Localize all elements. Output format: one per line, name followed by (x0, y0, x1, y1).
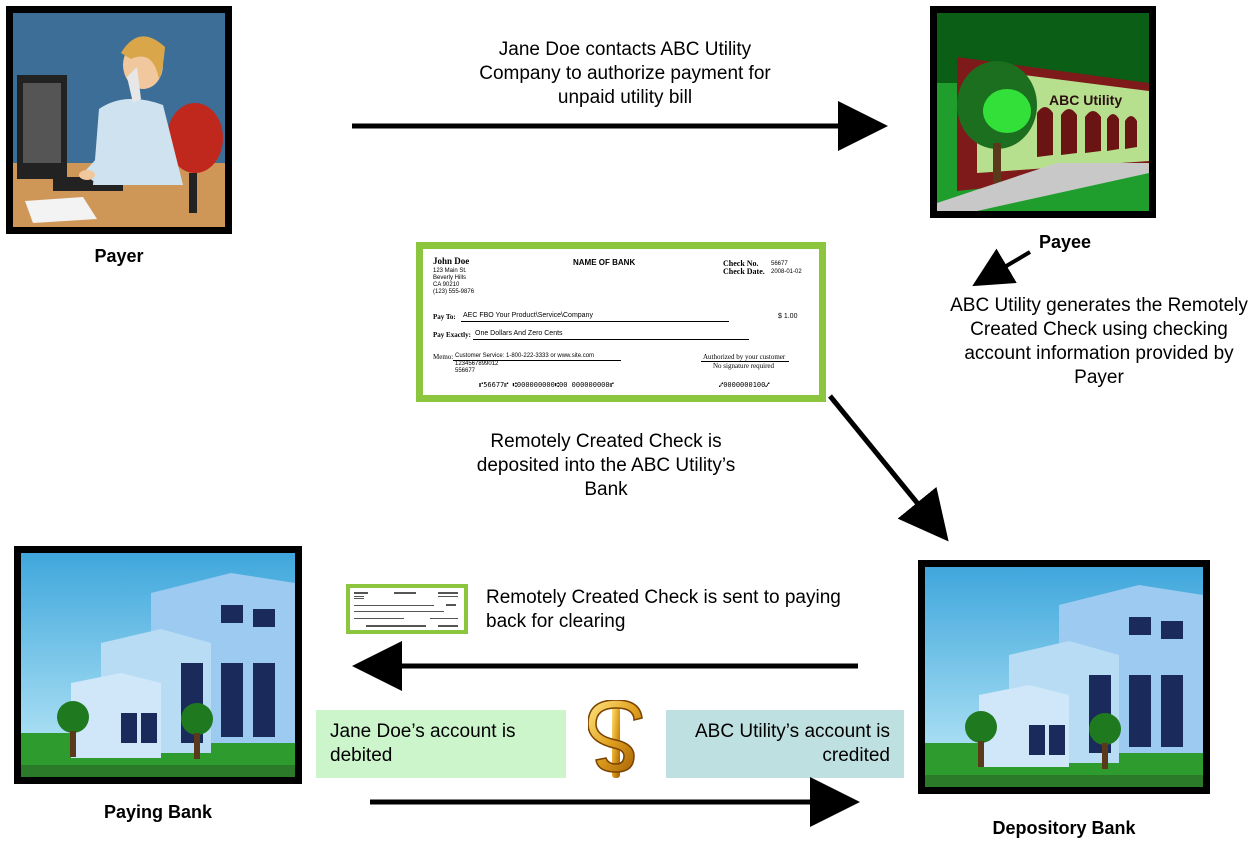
depository-bank-caption: Depository Bank (992, 818, 1136, 838)
debit-box: Jane Doe’s account is debited (316, 710, 566, 778)
micr-left: ⑈56677⑈ ⑆000000000⑆00 000000000⑈ (479, 381, 614, 389)
check-phone: (123) 555-9876 (433, 289, 475, 295)
pay-to-line (461, 321, 729, 322)
check-address3: CA 90210 (433, 282, 460, 288)
auth-line1: Authorized by your customer (703, 353, 786, 361)
check-no-label: Check No. (723, 259, 759, 268)
remotely-created-check: John Doe 123 Main St. Beverly Hills CA 9… (416, 242, 826, 402)
pay-to-label: Pay To: (433, 313, 456, 321)
micr-right: ⑇0000000100⑇ (719, 381, 770, 389)
payer-caption: Payer (94, 246, 144, 266)
payee-sign: ABC Utility (1049, 92, 1122, 108)
payee-image: ABC Utility (930, 6, 1156, 218)
check-address2: Beverly Hills (433, 275, 467, 281)
step-deposit-text: Remotely Created Check is deposited into… (476, 431, 736, 500)
paying-bank-caption: Paying Bank (103, 802, 213, 822)
memo-line2: 1234567899012 (455, 361, 499, 367)
check-amount: $ 1.00 (778, 313, 798, 320)
check-bank-name: NAME OF BANK (573, 258, 636, 267)
arrow-check-to-depository (828, 394, 949, 542)
credit-text: ABC Utility’s account is credited (695, 721, 890, 766)
paying-bank-image (14, 546, 302, 784)
depository-bank-image (918, 560, 1210, 794)
check-no: 56677 (771, 261, 788, 267)
auth-underline (701, 361, 789, 362)
check-date-label: Check Date. (723, 267, 765, 276)
arrow-payee-generate (972, 248, 1032, 287)
check-thumbnail (346, 584, 468, 634)
check-address1: 123 Main St. (433, 268, 467, 274)
credit-box: ABC Utility’s account is credited (666, 710, 904, 778)
memo-line1: Customer Service: 1-800-222-3333 or www.… (455, 353, 595, 359)
debit-text: Jane Doe’s account is debited (330, 721, 516, 766)
auth-line2: No signature required (713, 362, 775, 370)
pay-exactly-label: Pay Exactly: (433, 331, 471, 339)
step-clearing-text: Remotely Created Check is sent to paying… (486, 587, 841, 632)
pay-to-value: AEC FBO Your Product\Service\Company (463, 312, 593, 319)
memo-label: Memo: (433, 353, 454, 361)
step-authorize-text: Jane Doe contacts ABC Utility Company to… (479, 39, 771, 108)
check-date: 2008-01-02 (771, 269, 802, 275)
payee-caption: Payee (1038, 232, 1092, 252)
step-generate-text: ABC Utility generates the Remotely Creat… (950, 295, 1248, 388)
pay-exactly-value: One Dollars And Zero Cents (475, 330, 563, 337)
memo-underline (453, 360, 621, 361)
check-payer-name: John Doe (433, 256, 470, 266)
memo-line3: 556677 (455, 368, 476, 374)
payer-image (6, 6, 232, 234)
pay-exactly-line (473, 339, 749, 340)
dollar-sign-icon (587, 699, 644, 780)
